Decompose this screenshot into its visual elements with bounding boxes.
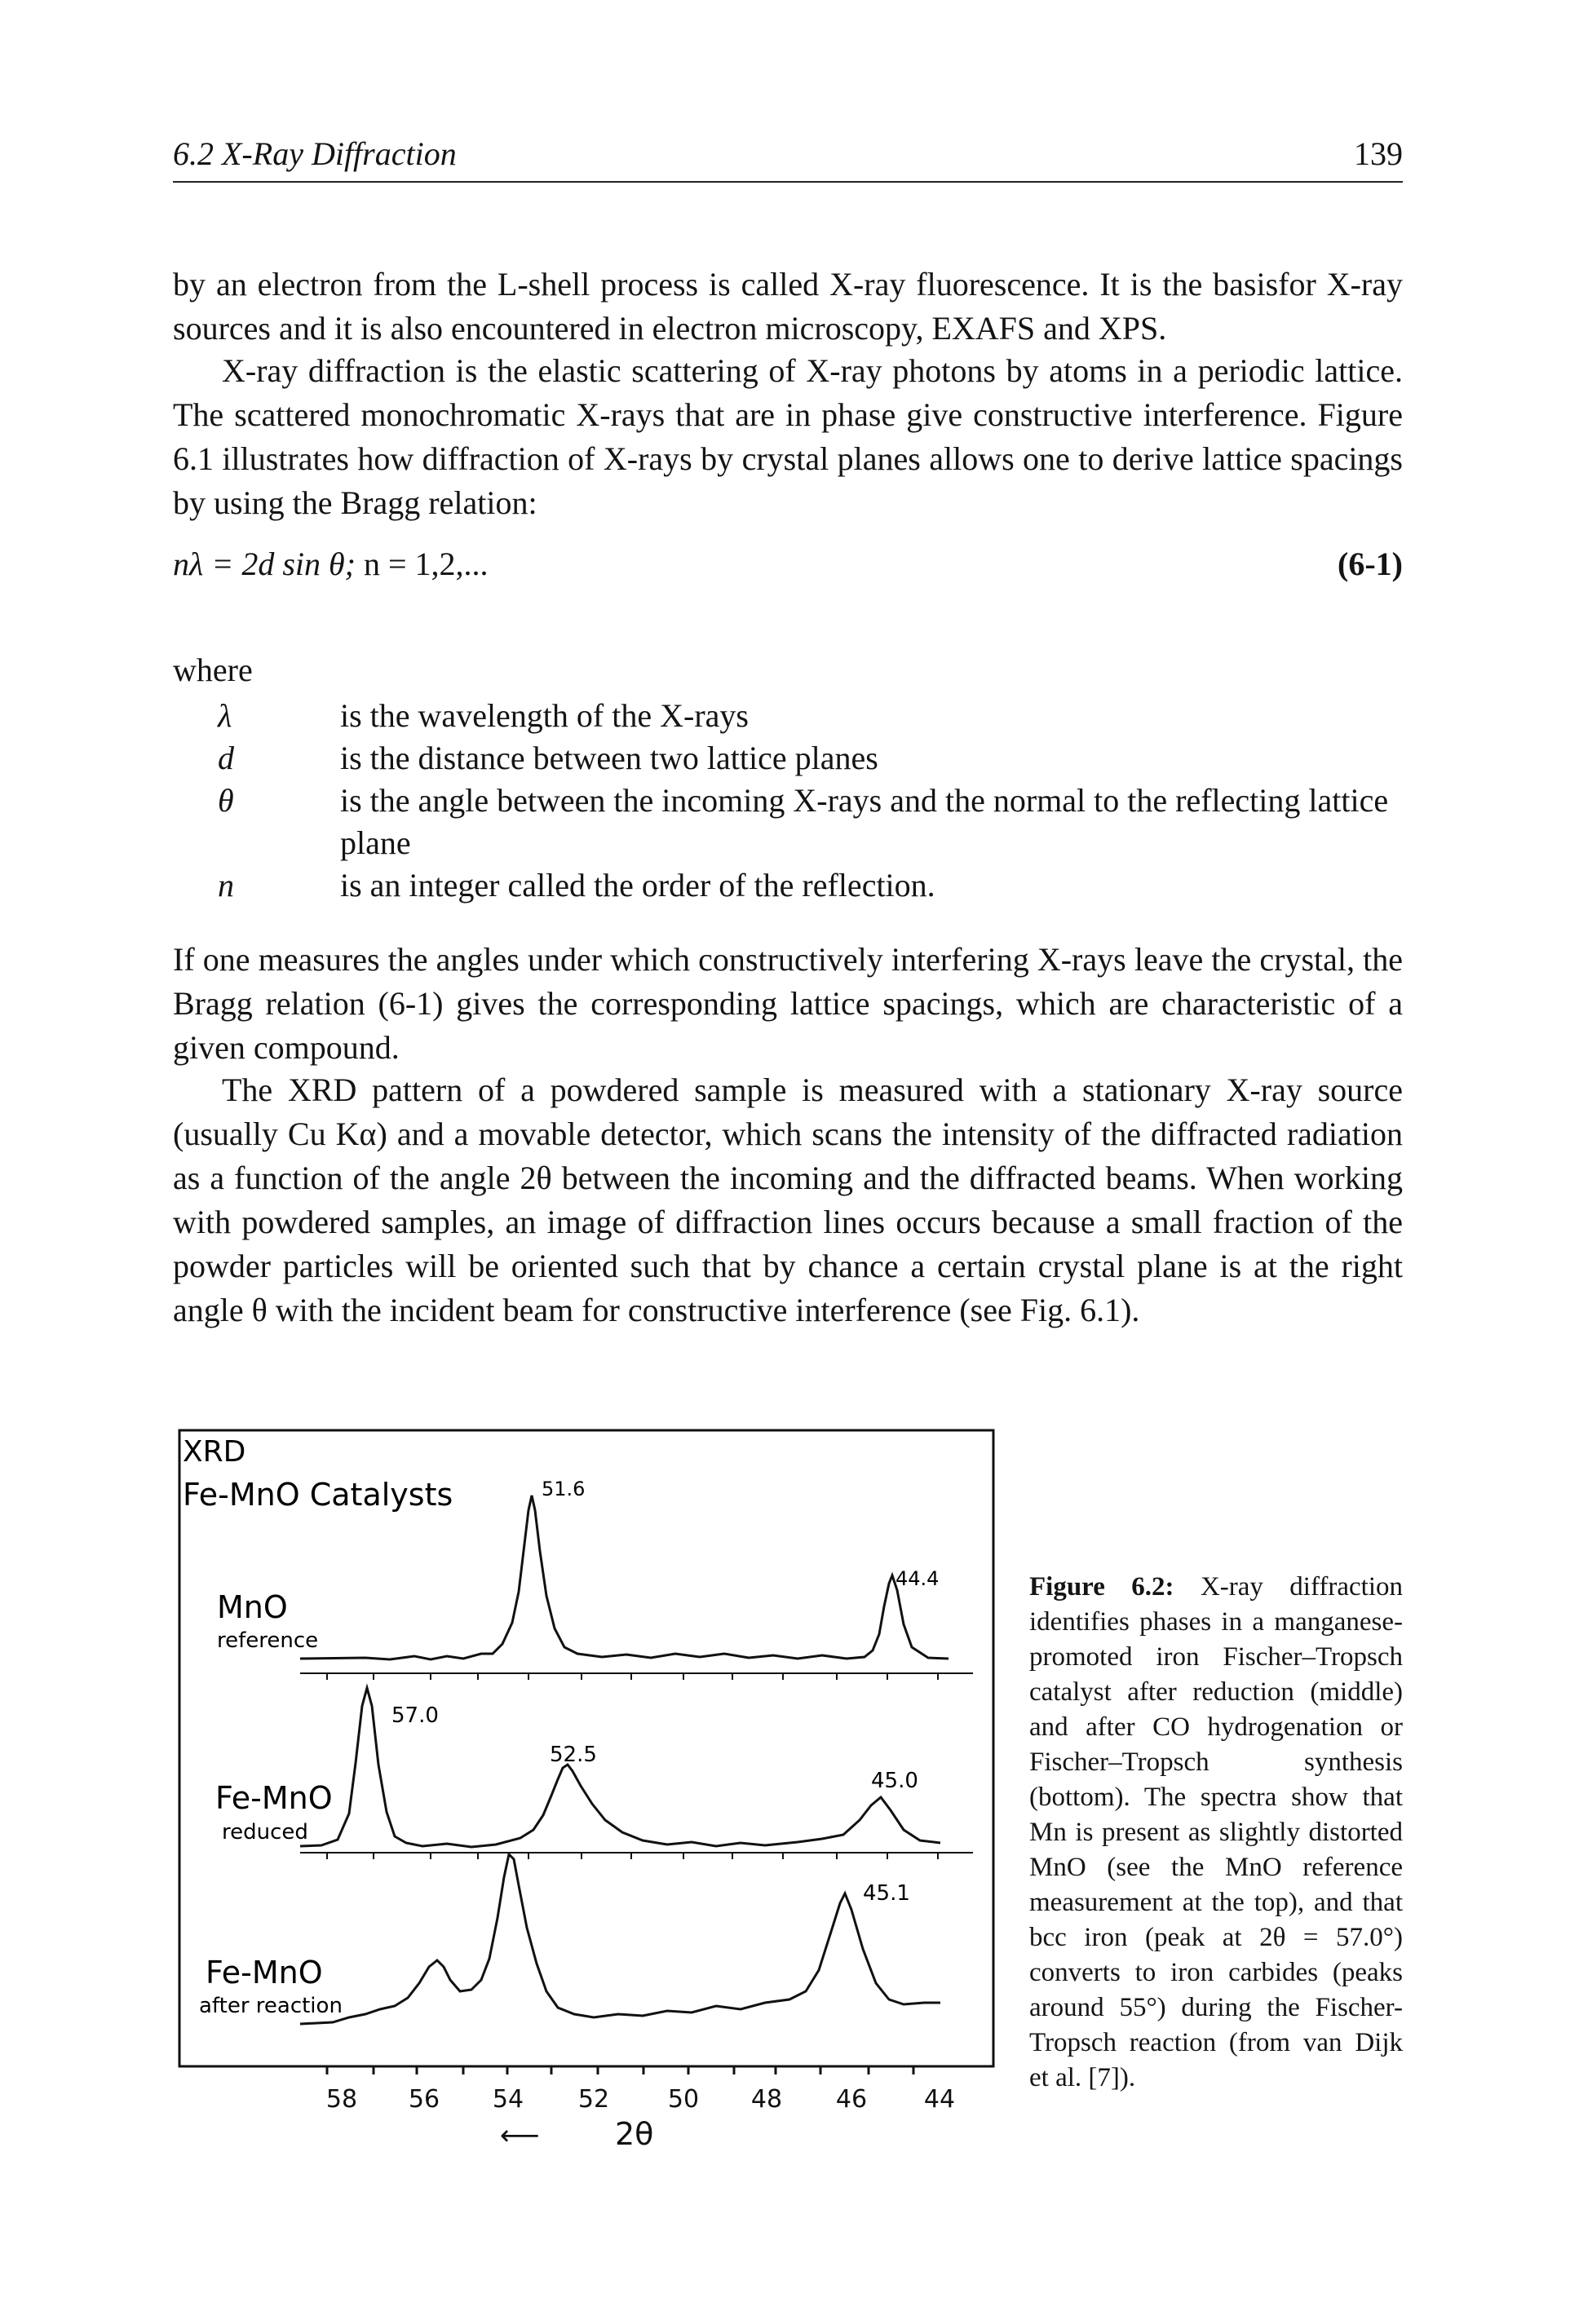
header-rule (173, 181, 1403, 183)
definition-item: θ is the angle between the incoming X-ra… (173, 780, 1403, 864)
definition-symbol: d (218, 740, 234, 776)
definition-text: is the wavelength of the X-rays (340, 697, 749, 734)
peak-label-52-5: 52.5 (550, 1743, 597, 1767)
definition-list: λ is the wavelength of the X-rays d is t… (173, 695, 1403, 907)
baseline-ticks-1 (300, 1672, 973, 1680)
x-tick-label: 56 (409, 2085, 440, 2114)
x-tick-label: 54 (493, 2085, 524, 2114)
peak-label-57-0: 57.0 (391, 1703, 439, 1728)
definition-symbol: n (218, 867, 234, 904)
baseline-ticks-2 (300, 1852, 973, 1859)
peak-label-45-1: 45.1 (863, 1881, 910, 1906)
equation-rhs: n = 1,2,... (363, 546, 489, 582)
definition-item: λ is the wavelength of the X-rays (173, 695, 1403, 737)
x-axis-arrow: ⟵ (500, 2119, 540, 2152)
page-number: 139 (1354, 135, 1403, 172)
section-title: 6.2 X-Ray Diffraction (173, 135, 457, 172)
figure-caption: Figure 6.2: X-ray diffraction identifies… (1029, 1570, 1403, 2096)
x-axis-label: 2θ (615, 2116, 653, 2152)
x-tick-label: 48 (751, 2085, 782, 2114)
equation-lhs: nλ = 2d sin θ; (173, 546, 356, 582)
trace-sublabel-reference: reference (217, 1628, 318, 1653)
definition-symbol: λ (218, 697, 232, 734)
figure-title-xrd: XRD (183, 1435, 245, 1469)
definition-text: is an integer called the order of the re… (340, 867, 935, 904)
definition-item: n is an integer called the order of the … (173, 864, 1403, 907)
where-label: where (173, 652, 253, 688)
x-tick-label: 58 (326, 2085, 357, 2114)
x-tick-marks (325, 2066, 915, 2074)
x-tick-label: 52 (578, 2085, 609, 2114)
trace-label-fe-mno-after: Fe-MnO (206, 1955, 323, 1990)
definition-item: d is the distance between two lattice pl… (173, 737, 1403, 780)
trace-sublabel-reduced: reduced (222, 1820, 308, 1845)
peak-label-51-6: 51.6 (542, 1478, 585, 1500)
x-tick-labels: 58 56 54 52 50 48 46 44 (326, 2085, 955, 2114)
paragraph-1: by an electron from the L-shell process … (173, 266, 1403, 347)
bragg-equation: nλ = 2d sin θ; n = 1,2,... (6-1) (173, 545, 1403, 583)
equation-number: (6-1) (1338, 546, 1403, 582)
definition-text: is the distance between two lattice plan… (340, 740, 878, 776)
trace-label-mno: MnO (217, 1589, 288, 1625)
trace-mno-reference (299, 1495, 949, 1661)
paragraph-2: X-ray diffraction is the elastic scatter… (173, 352, 1403, 521)
trace-sublabel-after-reaction: after reaction (199, 1994, 343, 2018)
xrd-figure: XRD Fe-MnO Catalysts MnO reference Fe-Mn… (178, 1429, 995, 2153)
paragraph-4: The XRD pattern of a powdered sample is … (173, 1071, 1403, 1328)
trace-fe-mno-after-reaction (299, 1851, 940, 2026)
x-tick-label: 44 (924, 2085, 955, 2114)
peak-label-44-4: 44.4 (896, 1567, 939, 1590)
x-tick-label: 50 (668, 2085, 699, 2114)
paragraph-3: If one measures the angles under which c… (173, 941, 1403, 1066)
trace-label-fe-mno-reduced: Fe-MnO (215, 1780, 333, 1816)
definition-text: is the angle between the incoming X-rays… (340, 782, 1389, 861)
xrd-figure-svg: XRD Fe-MnO Catalysts MnO reference Fe-Mn… (178, 1429, 995, 2152)
caption-label: Figure 6.2: (1029, 1572, 1174, 1602)
peak-label-45-0: 45.0 (871, 1769, 918, 1793)
trace-fe-mno-reduced (299, 1683, 941, 1849)
definition-symbol: θ (218, 782, 234, 819)
figure-title-catalysts: Fe-MnO Catalysts (183, 1477, 453, 1513)
running-header: 6.2 X-Ray Diffraction 139 (173, 135, 1403, 183)
caption-text: X-ray diffraction identifies phases in a… (1029, 1572, 1403, 2092)
x-tick-label: 46 (836, 2085, 867, 2114)
